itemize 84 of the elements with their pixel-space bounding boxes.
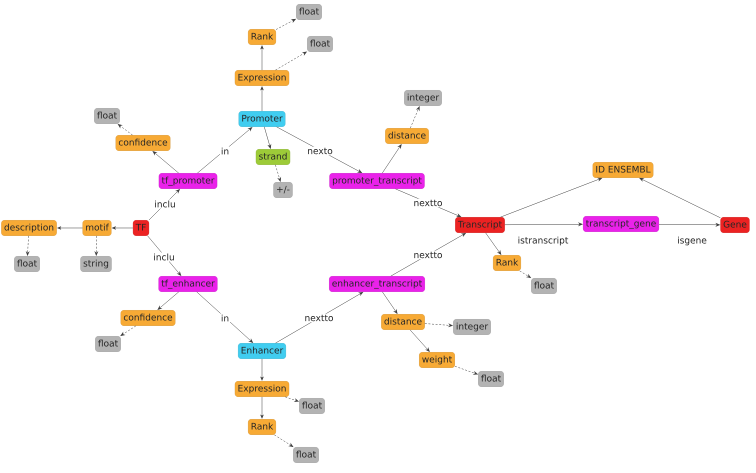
edge-label: nextto (304, 314, 334, 322)
value-box: float (94, 108, 120, 124)
arrow (197, 127, 252, 174)
dashed-arrow (424, 323, 453, 327)
edge-label: in (220, 314, 230, 322)
entity-box: Gene (720, 217, 750, 233)
relation-box: tf_enhancer (158, 276, 218, 292)
edge-label: nexto (306, 146, 334, 156)
value-box: +/- (273, 182, 293, 198)
arrow (382, 292, 398, 314)
arrow (152, 151, 179, 174)
relation-box: promoter_transcript (329, 173, 425, 189)
attribute-box: ID ENSEMBL (592, 162, 654, 178)
dashed-arrow (276, 18, 296, 30)
value-box: integer (404, 90, 442, 106)
attribute-box: description (1, 220, 57, 236)
attribute-box: motif (82, 220, 112, 236)
edge-label: inclu (153, 200, 177, 208)
entity-box: Promoter (238, 111, 286, 127)
attribute-box: strand (256, 149, 290, 165)
edge-label: isgene (676, 236, 708, 246)
dashed-arrow (454, 366, 478, 375)
edge-label: inclu (152, 252, 176, 262)
arrow (276, 126, 362, 174)
arrow (148, 189, 180, 220)
dashed-arrow (118, 124, 133, 136)
edge-label: istranscript (516, 236, 570, 246)
attribute-box: Rank (248, 29, 276, 45)
entity-box: Enhancer (238, 343, 286, 359)
value-box: float (293, 447, 319, 463)
attribute-box: confidence (116, 135, 170, 151)
value-box: float (14, 256, 40, 272)
attribute-box: distance (385, 128, 429, 144)
arrow (410, 330, 430, 352)
dashed-arrow (275, 52, 307, 70)
arrow (264, 126, 272, 149)
edge-label: nextto (412, 250, 444, 260)
arrow (57, 226, 83, 230)
arrow (658, 223, 720, 226)
value-box: float (307, 36, 333, 52)
dashed-arrow (94, 236, 98, 256)
attribute-box: Rank (248, 419, 276, 435)
dashed-arrow (284, 396, 299, 402)
value-box: float (531, 278, 557, 294)
arrow (112, 226, 134, 230)
dashed-arrow (410, 106, 420, 128)
attribute-box: Rank (493, 255, 521, 271)
arrow (260, 86, 264, 112)
dashed-arrow (26, 236, 30, 256)
value-box: float (296, 4, 322, 20)
dashed-arrow (120, 326, 136, 336)
attribute-box: weight (419, 352, 455, 368)
entity-box: TF (132, 220, 150, 236)
arrow (639, 178, 721, 218)
arrow (158, 292, 179, 310)
arrow (260, 45, 264, 70)
attribute-box: Expression (234, 381, 290, 397)
relation-box: tf_promoter (158, 173, 218, 189)
attribute-box: distance (381, 314, 425, 330)
entity-box: Transcript (455, 217, 505, 233)
attribute-box: Expression (234, 70, 290, 86)
dashed-arrow (275, 164, 281, 182)
arrow (500, 178, 602, 218)
value-box: float (299, 398, 325, 414)
relation-box: transcript_gene (583, 216, 659, 232)
dashed-arrow (519, 270, 531, 278)
arrow (275, 292, 364, 344)
edge-label: in (220, 146, 230, 156)
value-box: float (95, 336, 121, 352)
arrow (504, 222, 583, 226)
arrow (485, 232, 502, 255)
relation-box: enhancer_transcript (329, 276, 425, 292)
edge-label: nextto (412, 198, 444, 208)
arrow (196, 292, 254, 343)
arrow (390, 232, 466, 276)
dashed-arrow (274, 434, 294, 447)
arrow (260, 396, 264, 419)
arrow (382, 144, 402, 174)
attribute-box: confidence (120, 310, 176, 326)
value-box: integer (453, 319, 491, 335)
arrow (147, 236, 182, 276)
value-box: float (478, 371, 504, 387)
value-box: string (80, 256, 112, 272)
arrow (260, 358, 264, 381)
